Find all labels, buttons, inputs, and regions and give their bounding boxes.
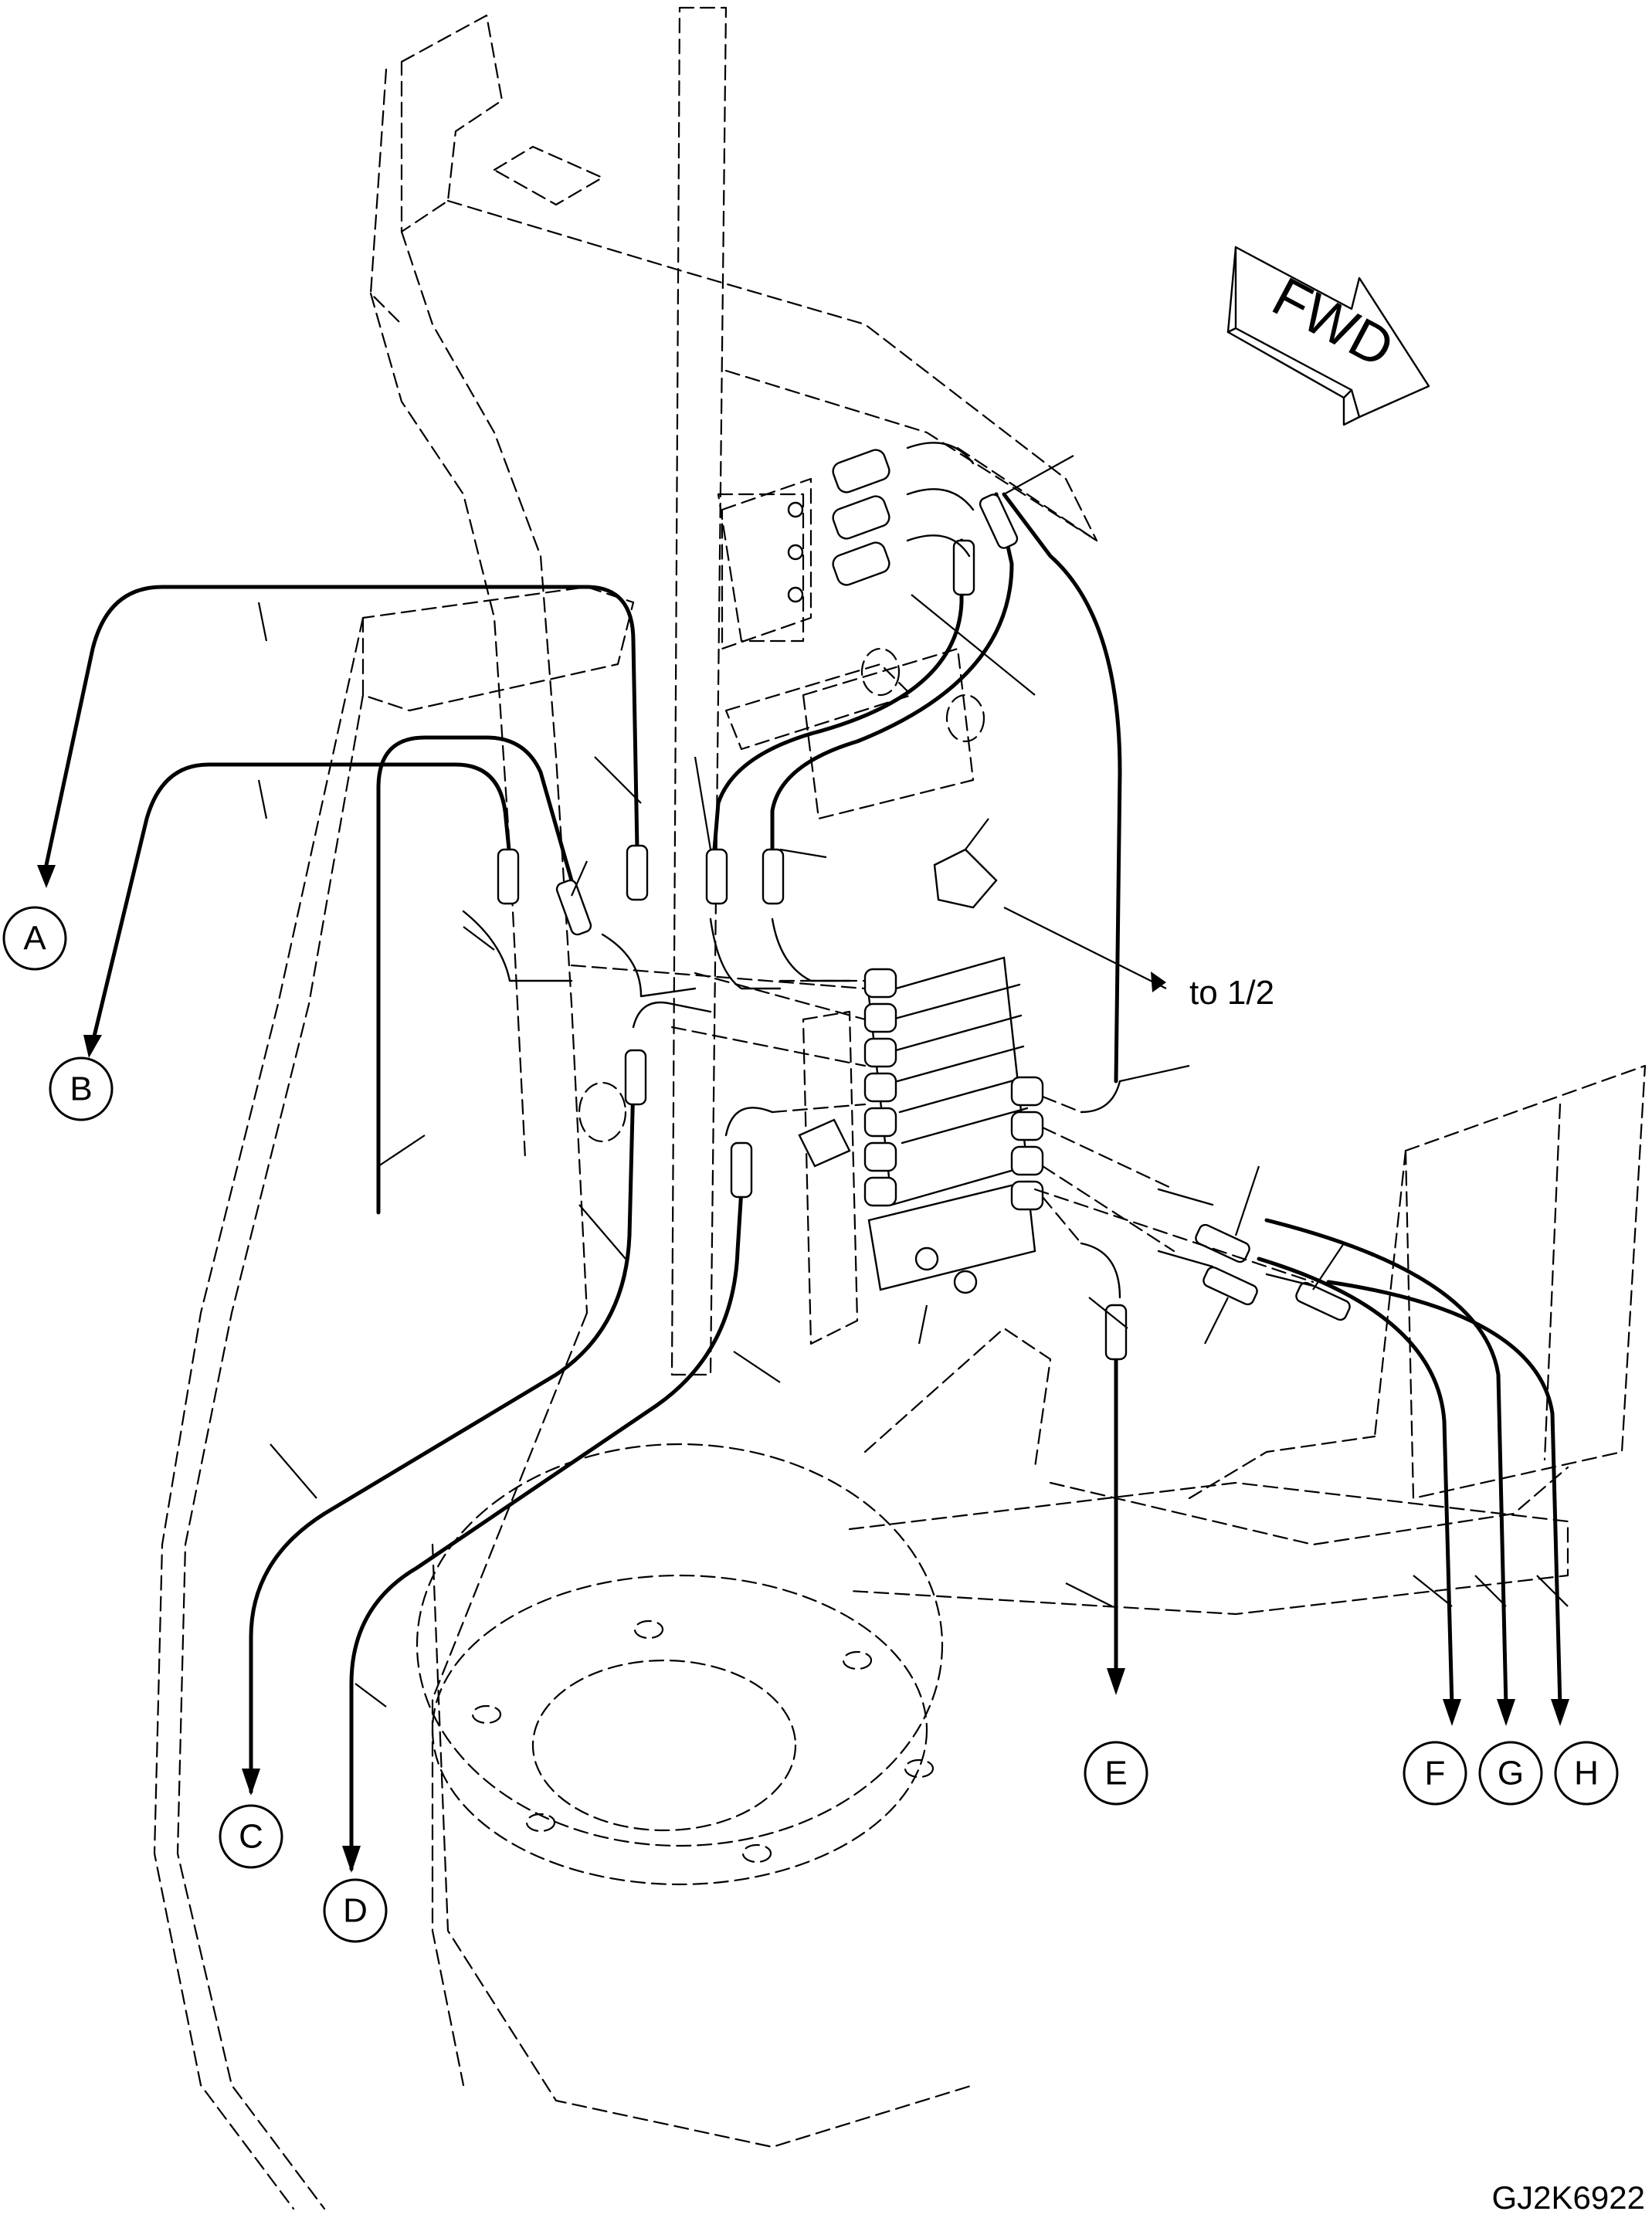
reference-note: to 1/2 — [1189, 974, 1274, 1012]
grease-hoses — [44, 492, 1562, 1871]
callout-a: A — [2, 906, 67, 971]
drawing-id: GJ2K6922 — [1492, 2179, 1645, 2216]
hose-end-fittings — [462, 442, 1351, 1361]
callout-h: H — [1554, 1741, 1619, 1806]
callout-f: F — [1403, 1741, 1467, 1806]
svg-text:A: A — [23, 920, 46, 958]
lubrication-distributor-block — [863, 848, 1044, 1294]
callout-e: E — [1084, 1741, 1148, 1806]
leader-lines — [257, 455, 1569, 1708]
svg-text:G: G — [1498, 1755, 1524, 1792]
svg-text:E: E — [1104, 1755, 1127, 1792]
callout-g: G — [1478, 1741, 1543, 1806]
svg-text:D: D — [343, 1892, 368, 1930]
frame-phantom-lines — [153, 6, 1647, 2210]
callout-d: D — [323, 1878, 388, 1943]
callout-c: C — [219, 1804, 283, 1869]
callout-b: B — [49, 1056, 114, 1121]
forward-direction-arrow: FWD — [1226, 246, 1430, 426]
callout-arrows — [37, 865, 1569, 1873]
svg-text:H: H — [1574, 1755, 1599, 1792]
svg-text:F: F — [1425, 1755, 1446, 1792]
grease-fitting-block — [721, 449, 890, 650]
svg-text:B: B — [70, 1070, 92, 1108]
connection-phantom-lines — [570, 446, 1314, 1284]
svg-text:C: C — [239, 1818, 263, 1856]
